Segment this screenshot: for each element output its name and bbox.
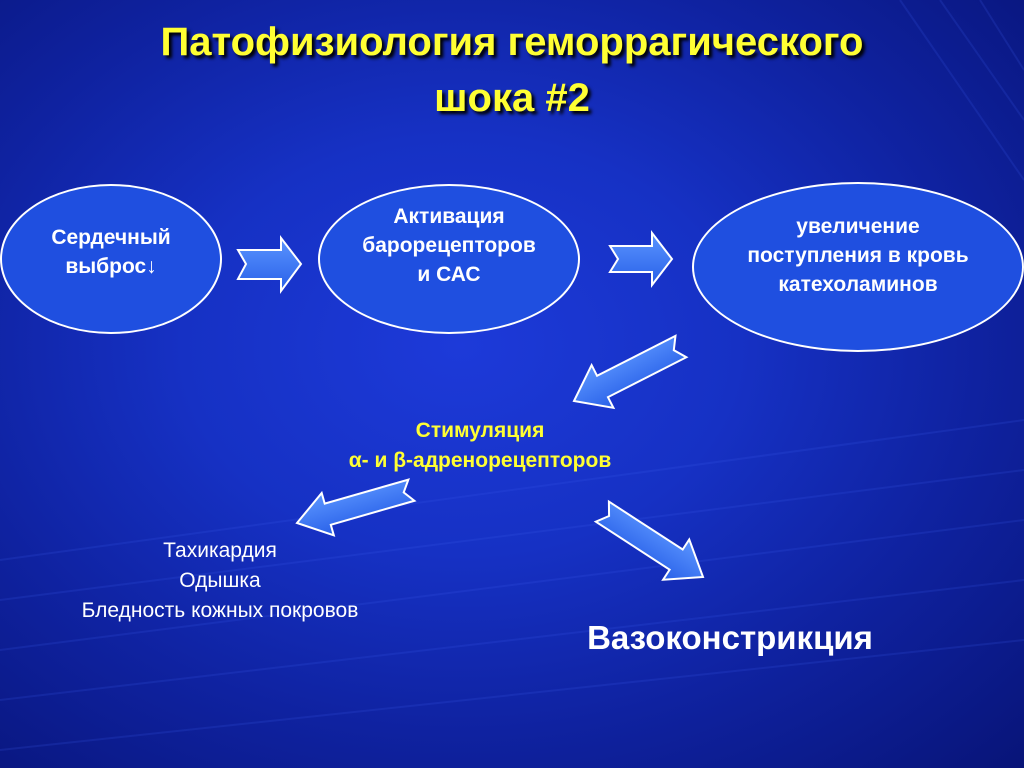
arrow-down-left-icon xyxy=(572,334,689,410)
effect-item: Одышка xyxy=(179,569,261,592)
vasoconstriction-label: Вазоконстрикция xyxy=(587,619,873,656)
node-catecholamines: увеличение поступления в кровь катехолам… xyxy=(692,182,1024,352)
title-line-1: Патофизиология геморрагического xyxy=(160,20,864,64)
title-line-2: шока #2 xyxy=(434,76,590,120)
slide-title: Патофизиология геморрагического шока #2 xyxy=(0,14,1024,126)
node-text-line: выброс↓ xyxy=(65,255,157,278)
arrow-down-right-icon xyxy=(593,499,705,581)
node-text-line: Активация xyxy=(393,204,505,228)
effect-item: Тахикардия xyxy=(163,539,277,562)
node-text-line: увеличение xyxy=(796,214,920,238)
node-text-line: катехоламинов xyxy=(778,272,938,296)
node-cardiac-output: Сердечный выброс↓ xyxy=(0,184,222,334)
arrow-right-icon xyxy=(608,230,674,288)
node-text-line: Сердечный xyxy=(51,226,171,249)
stimulation-label: Стимуляция α- и β-адренорецепторов xyxy=(280,416,680,476)
effects-list: Тахикардия Одышка Бледность кожных покро… xyxy=(30,536,410,626)
stimulation-line-2: α- и β-адренорецепторов xyxy=(348,449,612,472)
effect-item: Бледность кожных покровов xyxy=(81,599,359,622)
arrow-right-icon xyxy=(236,235,303,295)
arrow-down-left-icon xyxy=(295,478,417,537)
stimulation-line-1: Стимуляция xyxy=(415,419,545,442)
node-text-line: поступления в кровь xyxy=(747,243,969,267)
node-text-line: барорецепторов xyxy=(362,233,536,257)
node-baroreceptor-activation: Активация барорецепторов и САС xyxy=(318,184,580,334)
node-text-line: и САС xyxy=(417,262,481,286)
